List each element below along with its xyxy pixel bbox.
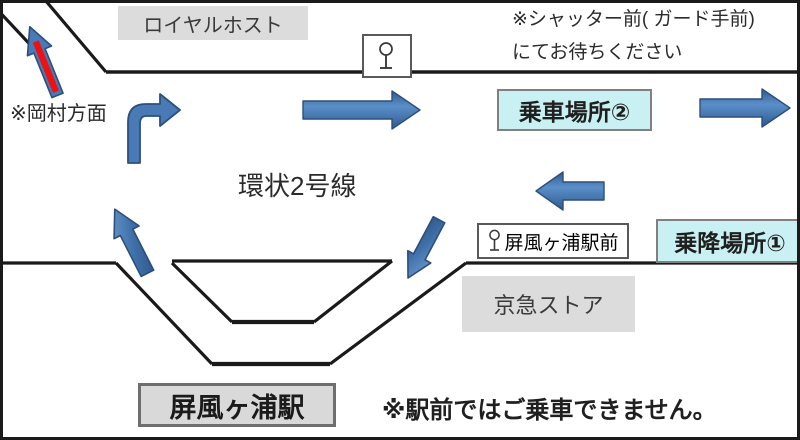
arrow-left-middle: [535, 171, 605, 211]
road-edge-left-descend: [114, 261, 214, 366]
station-plate-byobugaura: 屏風ヶ浦駅: [138, 383, 336, 427]
station-plate-text: 屏風ヶ浦駅: [169, 392, 305, 423]
boarding-place-1-box: 乗降場所①: [656, 219, 800, 263]
arrow-turn-up-right: [127, 93, 181, 164]
arrow-up-left-diagonal: [113, 208, 155, 278]
bus-stop-byobugaura-front-text: 屏風ヶ浦駅前: [504, 232, 619, 254]
boarding-place-2-box: 乗車場所②: [497, 89, 652, 131]
boarding-place-2-text: 乗車場所②: [518, 99, 631, 125]
bus-stop-byobugaura-front-box: 屏風ヶ浦駅前: [477, 223, 629, 259]
royal-host-text: ロイヤルホスト: [143, 14, 283, 37]
label-royal-host: ロイヤルホスト: [118, 6, 308, 40]
bus-stop-pole-box-top: [362, 34, 412, 78]
notice-no-boarding: ※駅前ではご乗車できません。: [382, 390, 717, 425]
ring-road-text: 環状2号線: [238, 171, 357, 201]
bus-stop-pole-icon: [489, 229, 501, 251]
okamura-direction-text: ※岡村方面: [10, 103, 107, 125]
label-ring-road-2: 環状2号線: [238, 166, 356, 203]
notice-shutter-line2-text: にてお待ちください: [512, 42, 683, 63]
notice-shutter-line1: ※シャッター前( ガード手前): [512, 7, 755, 33]
road-edge-right-ascend: [329, 261, 467, 366]
arrow-down-left-diagonal: [407, 215, 446, 279]
boarding-place-1-text: 乗降場所①: [674, 230, 786, 256]
bus-stop-pole-icon: [379, 42, 393, 69]
notice-shutter-line2: にてお待ちください: [512, 40, 682, 66]
arrow-right-center-top: [302, 90, 421, 130]
keikyu-store-text: 京急ストア: [493, 293, 604, 318]
notice-no-boarding-text: ※駅前ではご乗車できません。: [382, 397, 717, 424]
underpass-top-left: [170, 261, 234, 324]
road-edge-topleft-long: [42, 0, 108, 74]
arrow-right-far-right: [699, 88, 791, 128]
label-okamura-direction: ※岡村方面: [10, 97, 107, 126]
label-keikyu-store: 京急ストア: [462, 276, 635, 332]
underpass-top-right: [313, 259, 393, 324]
arrow-up-okamura: [26, 25, 64, 99]
notice-shutter-line1-text: ※シャッター前( ガード手前): [512, 9, 755, 30]
